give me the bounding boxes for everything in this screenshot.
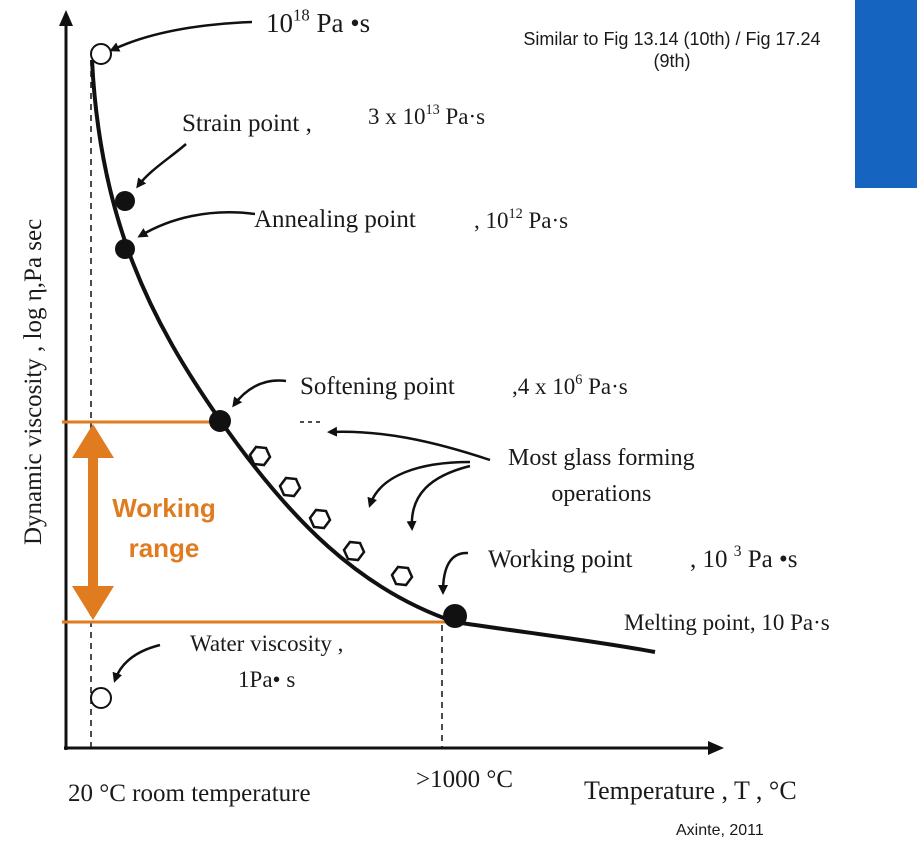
water-viscosity-label: Water viscosity , 1Pa• s xyxy=(190,626,343,698)
working-point-exp: 3 xyxy=(733,543,742,561)
point-strain xyxy=(115,191,135,211)
corner-accent-bar xyxy=(855,0,917,188)
y-axis-label: Dynamic viscosity , log η,Pa sec xyxy=(20,218,47,545)
x-axis-label: Temperature , T , °C xyxy=(584,776,797,805)
point-top-open xyxy=(90,43,112,65)
annealing-point-unit: Pa·s xyxy=(522,208,569,233)
arrow-top xyxy=(109,20,253,52)
figure-caption-line1: Similar to Fig 13.14 (10th) / Fig 17.24 xyxy=(523,29,821,49)
point-melting xyxy=(443,604,467,628)
strain-point-value: 3 x 1013 Pa·s xyxy=(368,102,486,130)
strain-point-base: 3 x 10 xyxy=(368,104,426,129)
softening-point-base: ,4 x 10 xyxy=(512,374,576,399)
water-viscosity-line2: 1Pa• s xyxy=(238,667,296,692)
annealing-point-value: , 1012 Pa·s xyxy=(474,206,569,234)
strain-point-unit: Pa·s xyxy=(439,104,486,129)
top-point-unit: Pa •s xyxy=(309,8,371,38)
softening-point-value: ,4 x 106 Pa·s xyxy=(512,372,628,400)
figure-caption-line2: (9th) xyxy=(653,51,691,71)
x-tick-room-temp: 20 °C room temperature xyxy=(68,780,311,807)
working-point-unit: Pa •s xyxy=(741,546,798,573)
top-point-exp: 18 xyxy=(293,5,310,25)
arrow-softening xyxy=(232,379,287,408)
arrow-glass-2 xyxy=(367,460,471,508)
arrow-water xyxy=(112,643,161,683)
point-water-open xyxy=(90,687,112,709)
arrow-glass-3 xyxy=(406,464,471,531)
arrow-working xyxy=(438,551,469,595)
working-point-base: , 10 xyxy=(690,546,734,573)
softening-point-unit: Pa·s xyxy=(582,374,628,399)
working-range-label: Working range xyxy=(104,488,224,568)
annealing-point-exp: 12 xyxy=(508,206,523,223)
point-annealing xyxy=(115,239,135,259)
top-point-base: 10 xyxy=(266,8,293,38)
softening-point-exp: 6 xyxy=(575,372,583,389)
figure-caption: Similar to Fig 13.14 (10th) / Fig 17.24 … xyxy=(496,28,848,72)
working-range-arrow-up xyxy=(72,424,114,458)
strain-point-label: Strain point , xyxy=(182,110,312,137)
working-range-arrow-down xyxy=(72,586,114,620)
credit-label: Axinte, 2011 xyxy=(676,822,764,839)
top-point-label: 1018 Pa •s xyxy=(266,5,371,39)
working-point-value: , 10 3 Pa •s xyxy=(690,543,798,574)
glass-forming-label: Most glass forming operations xyxy=(508,440,695,512)
annealing-point-base: , 10 xyxy=(474,208,509,233)
glass-forming-line1: Most glass forming xyxy=(508,445,695,471)
glass-forming-line2: operations xyxy=(551,481,652,507)
glass-forming-markers xyxy=(248,445,414,587)
point-softening xyxy=(209,410,231,432)
x-tick-melt-temp: >1000 °C xyxy=(416,766,514,793)
strain-point-exp: 13 xyxy=(425,102,440,119)
arrow-strain xyxy=(136,143,187,189)
arrow-glass-1 xyxy=(327,426,491,462)
softening-point-label: Softening point xyxy=(300,373,455,400)
working-range-line2: range xyxy=(128,533,200,563)
working-point-label: Working point xyxy=(488,546,633,573)
melting-point-label: Melting point, 10 Pa·s xyxy=(624,610,830,635)
annealing-point-label: Annealing point xyxy=(254,206,416,233)
working-range-line1: Working xyxy=(112,493,216,523)
arrow-annealing xyxy=(137,211,256,238)
water-viscosity-line1: Water viscosity , xyxy=(190,631,344,656)
